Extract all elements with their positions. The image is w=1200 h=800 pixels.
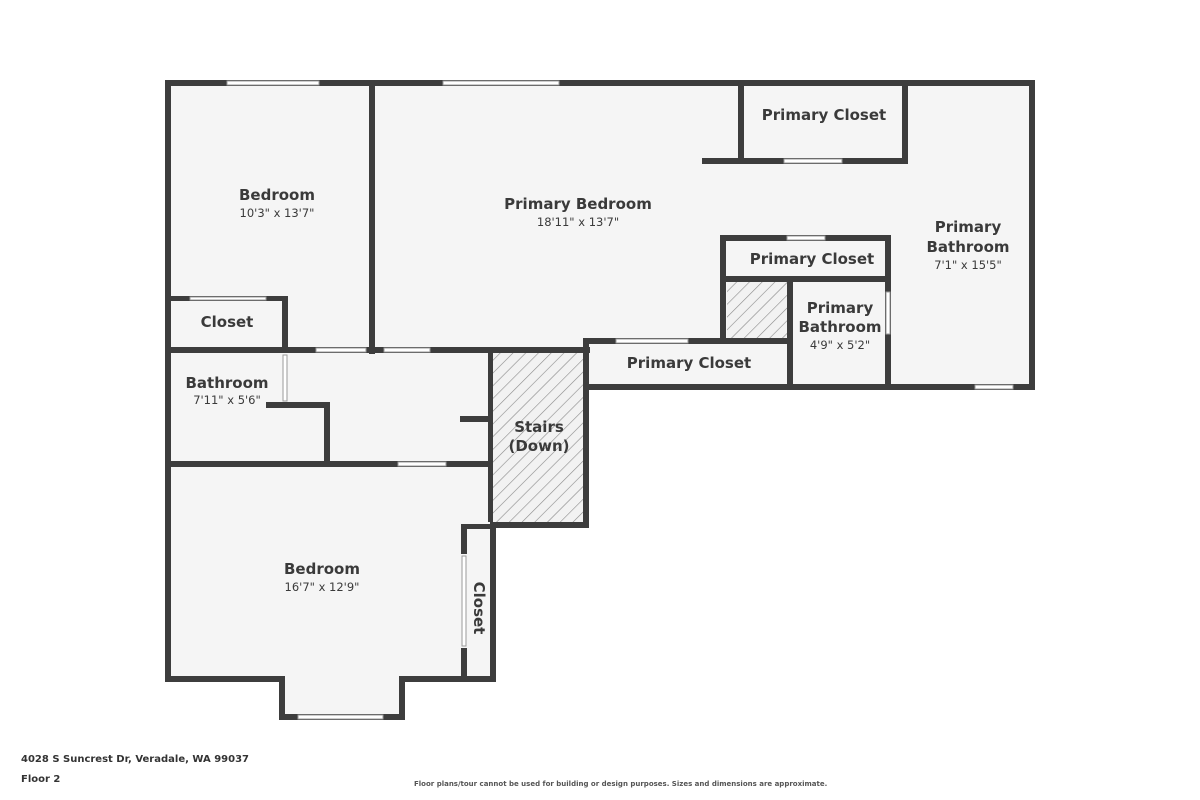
room-name-line1: Primary [935, 218, 1002, 236]
room-labels: Bedroom 10'3" x 13'7" Closet Bathroom 7'… [185, 106, 1009, 634]
window-primary-bedroom-top [442, 80, 560, 86]
door-bathroom [282, 354, 288, 402]
room-name: Bedroom [284, 560, 360, 578]
room-name: Bathroom [185, 374, 268, 392]
window-primary-bath [974, 384, 1014, 390]
room-name-line1: Primary [807, 299, 874, 317]
door-primary-closet-mid [786, 235, 826, 241]
stairs-label-line2: (Down) [508, 437, 569, 455]
room-name-line2: Bathroom [798, 318, 881, 336]
room-dimensions: 16'7" x 12'9" [285, 580, 360, 594]
door-closet-1 [189, 296, 267, 301]
windows [189, 80, 1014, 720]
property-address: 4028 S Suncrest Dr, Veradale, WA 99037 [21, 754, 249, 765]
room-name: Primary Closet [762, 106, 886, 124]
room-name: Primary Bedroom [504, 195, 652, 213]
door-primary-closet-top [783, 158, 843, 164]
stairs-label-line1: Stairs [514, 418, 564, 436]
floor-label: Floor 2 [21, 774, 61, 785]
disclaimer: Floor plans/tour cannot be used for buil… [414, 780, 828, 788]
room-dimensions: 18'11" x 13'7" [537, 215, 619, 229]
window-bedroom-top [226, 80, 320, 86]
room-name: Closet [201, 313, 254, 331]
room-name-line2: Bathroom [926, 238, 1009, 256]
room-dimensions: 4'9" x 5'2" [810, 338, 870, 352]
shaft-hatch [727, 282, 787, 339]
door-closet-2 [461, 555, 467, 647]
door-primary-bath-small [885, 291, 891, 335]
stairs-hatch [490, 352, 586, 524]
room-dimensions: 10'3" x 13'7" [240, 206, 315, 220]
door-bedroom-2 [397, 461, 447, 467]
room-name: Primary Closet [627, 354, 751, 372]
door-hall-1 [315, 347, 367, 353]
room-name: Primary Closet [750, 250, 874, 268]
window-bay [297, 714, 384, 720]
room-name: Bedroom [239, 186, 315, 204]
room-dimensions: 7'1" x 15'5" [934, 258, 1002, 272]
room-name-vertical: Closet [470, 582, 488, 635]
room-dimensions: 7'11" x 5'6" [193, 393, 261, 407]
door-primary-closet-bottom [615, 338, 689, 344]
door-hall-2 [383, 347, 431, 353]
floor-area [167, 82, 1033, 716]
